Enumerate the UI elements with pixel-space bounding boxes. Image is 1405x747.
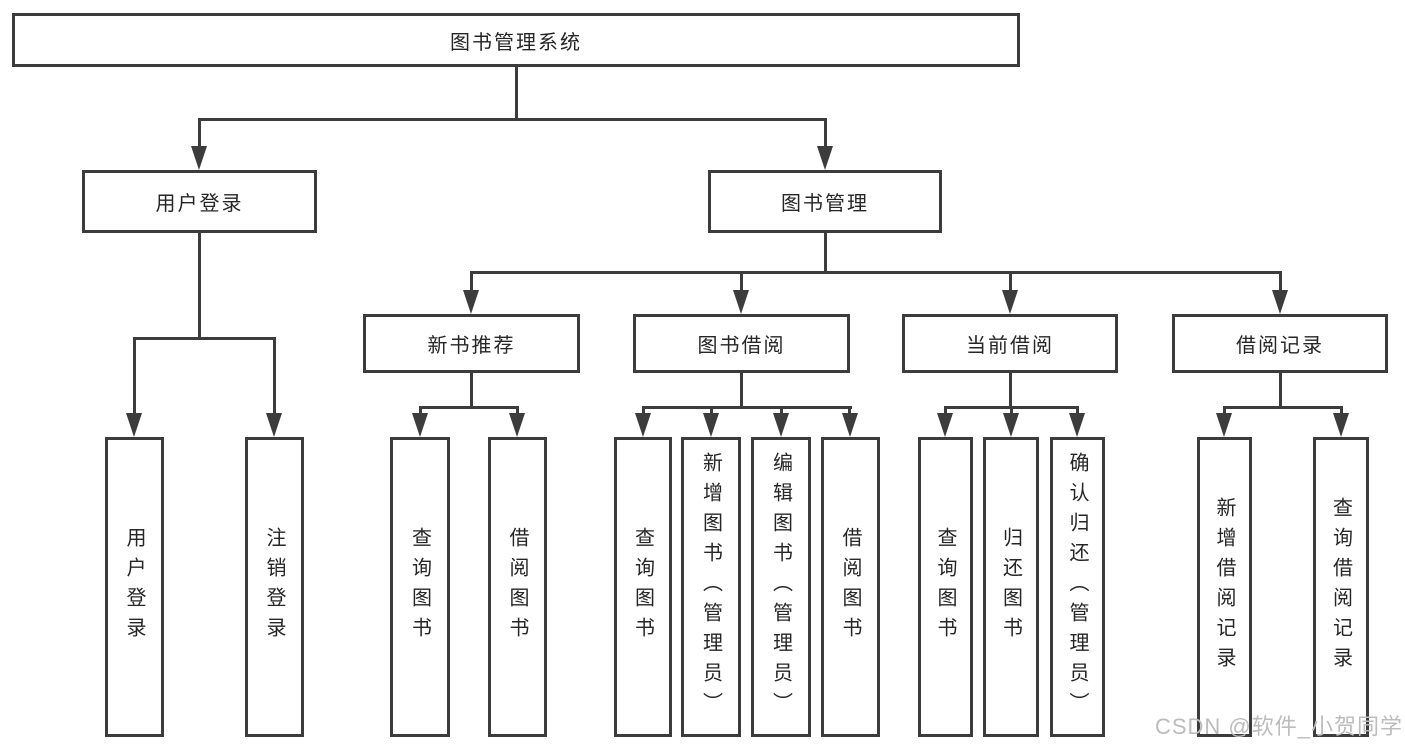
arrow-down-icon: [733, 290, 749, 314]
leaf-current-query-books: 查询图书: [918, 437, 973, 737]
leaf-newbook-borrow-books: 借阅图书: [488, 437, 547, 737]
connector-bookmgmt-drop-1: [470, 271, 473, 292]
arrow-down-icon: [635, 413, 651, 437]
leaf-current-confirm-return-admin: 确认归还（管理员）: [1050, 437, 1105, 737]
node-label: 图书管理: [781, 193, 869, 215]
arrow-down-icon: [1069, 413, 1085, 437]
arrow-down-icon: [1333, 413, 1349, 437]
connector-bookmgmt-drop-4: [1279, 271, 1282, 292]
arrow-down-icon: [703, 413, 719, 437]
node-label: 用户登录: [155, 193, 244, 215]
arrow-down-icon: [937, 413, 953, 437]
leaf-label: 确认归还（管理员）: [1066, 452, 1088, 722]
connector-borrow-drop-2: [710, 406, 713, 415]
leaf-current-return-books: 归还图书: [983, 437, 1039, 737]
arrow-down-icon: [842, 413, 858, 437]
connector-root-rail: [198, 118, 826, 121]
arrow-down-icon: [773, 413, 789, 437]
leaf-borrow-query-books: 查询图书: [614, 437, 672, 737]
leaf-records-query-borrow-record: 查询借阅记录: [1313, 437, 1369, 737]
connector-current-drop-3: [1076, 406, 1079, 415]
connector-root-drop-left: [198, 118, 201, 148]
connector-root-stem: [515, 67, 518, 118]
leaf-newbook-query-books: 查询图书: [390, 437, 450, 737]
leaf-borrow-borrow-books: 借阅图书: [821, 437, 880, 737]
node-label: 新书推荐: [427, 335, 516, 357]
csdn-watermark: CSDN @软件_小贺同学: [1154, 714, 1403, 739]
connector-current-drop-2: [1010, 406, 1013, 415]
arrow-down-icon: [1003, 413, 1019, 437]
connector-borrow-drop-3: [780, 406, 783, 415]
connector-userlogin-rail: [133, 337, 276, 340]
connector-bookmgmt-drop-2: [740, 271, 743, 292]
connector-bookmgmt-stem: [824, 233, 827, 271]
node-library-management-system: 图书管理系统: [12, 13, 1020, 67]
leaf-label: 新增借阅记录: [1213, 497, 1235, 677]
leaf-user-login: 用户登录: [105, 437, 164, 737]
arrow-down-icon: [1272, 290, 1288, 314]
arrow-down-icon: [266, 413, 282, 437]
arrow-down-icon: [509, 413, 525, 437]
connector-borrow-drop-4: [848, 406, 851, 415]
leaf-records-add-borrow-record: 新增借阅记录: [1197, 437, 1252, 737]
node-new-book-recommendation: 新书推荐: [363, 314, 580, 373]
connector-current-stem: [1009, 373, 1012, 406]
node-borrowing-records: 借阅记录: [1172, 314, 1388, 373]
node-user-login: 用户登录: [82, 170, 317, 233]
leaf-label: 借阅图书: [839, 527, 861, 647]
leaf-label: 查询图书: [631, 527, 654, 647]
leaf-borrow-edit-books-admin: 编辑图书（管理员）: [751, 437, 811, 737]
arrow-down-icon: [191, 146, 207, 170]
node-book-borrowing: 图书借阅: [633, 314, 850, 373]
connector-borrow-stem: [740, 373, 743, 406]
arrow-down-icon: [1216, 413, 1232, 437]
arrow-down-icon: [126, 413, 142, 437]
arrow-down-icon: [817, 146, 833, 170]
connector-newbook-drop-1: [419, 406, 422, 415]
connector-newbook-rail: [419, 406, 519, 409]
connector-records-drop-1: [1223, 406, 1226, 415]
node-current-borrowing: 当前借阅: [902, 314, 1118, 373]
connector-bookmgmt-rail: [470, 271, 1281, 274]
connector-records-rail: [1223, 406, 1342, 409]
connector-userlogin-stem: [198, 233, 201, 337]
connector-current-drop-1: [944, 406, 947, 415]
leaf-label: 注销登录: [263, 527, 285, 647]
connector-borrow-drop-1: [642, 406, 645, 415]
leaf-borrow-add-books-admin: 新增图书（管理员）: [681, 437, 741, 737]
connector-userlogin-drop-1: [133, 337, 136, 414]
leaf-label: 借阅图书: [506, 527, 528, 647]
leaf-logout-login: 注销登录: [245, 437, 304, 737]
connector-records-drop-2: [1340, 406, 1343, 415]
connector-bookmgmt-drop-3: [1009, 271, 1012, 292]
arrow-down-icon: [412, 413, 428, 437]
node-label: 借阅记录: [1236, 335, 1324, 357]
leaf-label: 查询借阅记录: [1329, 497, 1352, 677]
connector-records-stem: [1279, 373, 1282, 406]
connector-newbook-stem: [470, 373, 473, 406]
leaf-label: 用户登录: [123, 527, 145, 647]
node-book-management: 图书管理: [708, 170, 942, 233]
connector-userlogin-drop-2: [273, 337, 276, 414]
node-label: 图书借阅: [697, 335, 786, 357]
leaf-label: 查询图书: [408, 527, 431, 647]
arrow-down-icon: [1002, 290, 1018, 314]
leaf-label: 新增图书（管理员）: [699, 452, 722, 722]
leaf-label: 查询图书: [934, 527, 956, 647]
node-label: 当前借阅: [966, 335, 1054, 357]
connector-root-drop-right: [824, 118, 827, 148]
connector-newbook-drop-2: [516, 406, 519, 415]
arrow-down-icon: [463, 290, 479, 314]
node-label: 图书管理系统: [450, 31, 582, 54]
leaf-label: 编辑图书（管理员）: [769, 452, 792, 722]
connector-borrow-rail: [642, 406, 852, 409]
leaf-label: 归还图书: [999, 527, 1022, 647]
